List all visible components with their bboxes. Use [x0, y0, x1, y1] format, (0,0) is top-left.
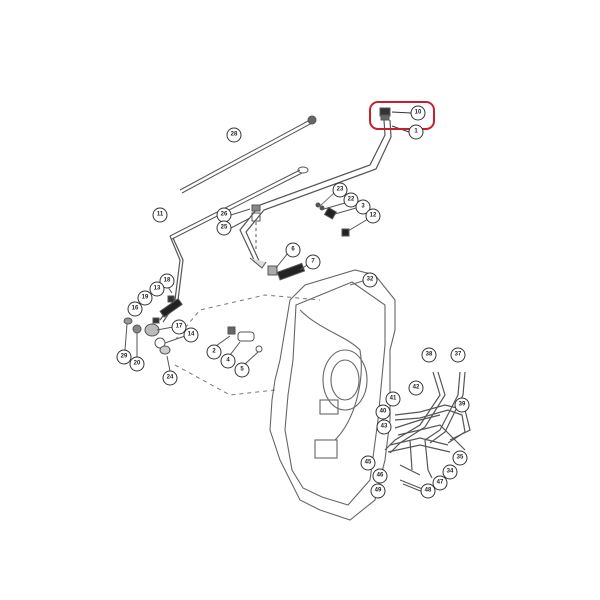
callout-28: 28: [226, 127, 242, 143]
callout-45: 45: [360, 455, 376, 471]
tubes-group-right: [384, 371, 471, 495]
fittings-6-7: [267, 252, 308, 281]
callout-37: 37: [450, 347, 466, 363]
callout-47: 47: [432, 475, 448, 491]
callout-5: 5: [234, 362, 250, 378]
fittings-group-upper-right: [315, 192, 369, 237]
callout-32: 32: [362, 272, 378, 288]
callout-2: 2: [206, 344, 222, 360]
callout-1: 1: [408, 124, 424, 140]
callout-11: 11: [152, 207, 168, 223]
tube-1: [239, 119, 392, 264]
callout-7: 7: [305, 254, 321, 270]
callout-4: 4: [220, 353, 236, 369]
fittings-group-mid: [230, 204, 267, 269]
callout-10: 10: [410, 105, 426, 121]
callout-14: 14: [183, 327, 199, 343]
callout-19: 19: [137, 290, 153, 306]
fittings-group-left: [123, 286, 186, 372]
callout-42: 42: [408, 380, 424, 396]
callout-49: 49: [370, 483, 386, 499]
callout-20: 20: [129, 356, 145, 372]
tube-part: [169, 166, 309, 240]
highlight-box: [369, 101, 435, 130]
callout-6: 6: [285, 242, 301, 258]
callout-25: 25: [216, 220, 232, 236]
callout-23: 23: [332, 182, 348, 198]
callout-13: 13: [149, 281, 165, 297]
rod-part: [179, 115, 317, 194]
callout-38: 38: [421, 347, 437, 363]
callout-29: 29: [116, 349, 132, 365]
callout-17: 17: [171, 319, 187, 335]
callout-41: 41: [385, 391, 401, 407]
dashed-leader-lines: [174, 294, 321, 396]
callout-12: 12: [365, 208, 381, 224]
transmission-housing-32: [269, 269, 396, 521]
callout-40: 40: [375, 404, 391, 420]
callout-16: 16: [127, 301, 143, 317]
callout-24: 24: [162, 370, 178, 386]
callout-35: 35: [452, 450, 468, 466]
callout-46: 46: [372, 468, 388, 484]
fittings-2-4-5: [215, 326, 263, 365]
callout-48: 48: [420, 483, 436, 499]
callout-43: 43: [376, 419, 392, 435]
callout-34: 34: [442, 464, 458, 480]
callout-39: 39: [454, 397, 470, 413]
